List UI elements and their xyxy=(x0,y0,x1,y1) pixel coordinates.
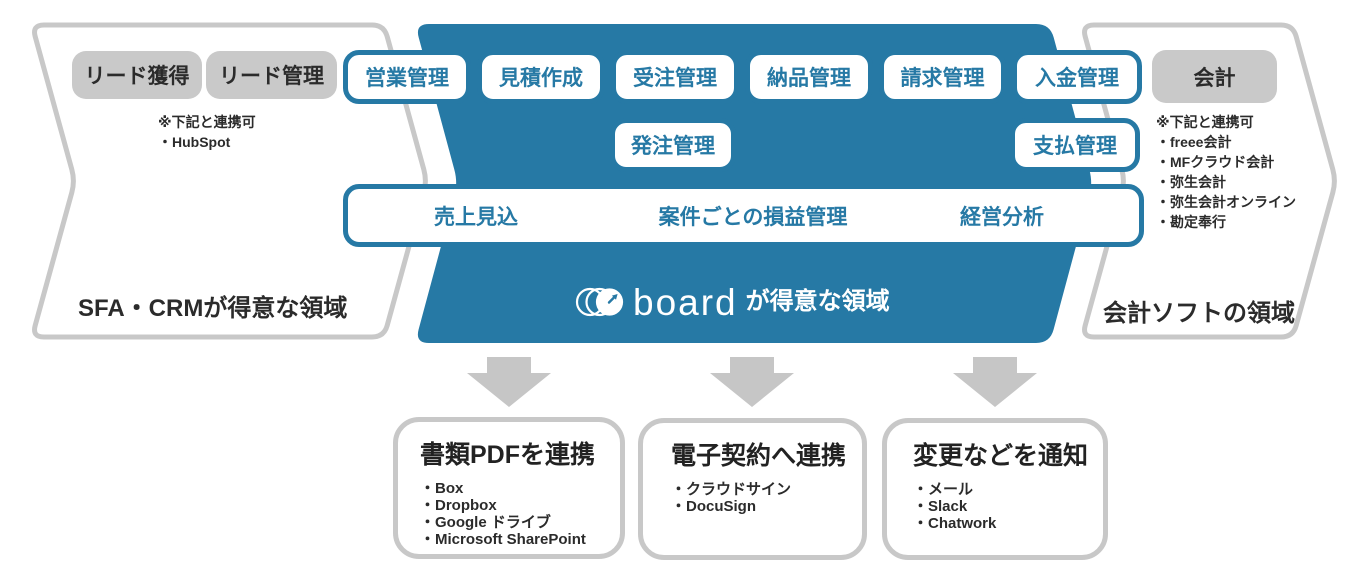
chip-invoice-management: 請求管理 xyxy=(879,50,1006,104)
board-logo-icon xyxy=(575,287,624,317)
chip-sales-management: 営業管理 xyxy=(343,50,471,104)
chip-delivery-management: 納品管理 xyxy=(745,50,873,104)
list-item: ・メール xyxy=(913,481,974,498)
capability-bar: 売上見込 案件ごとの損益管理 経営分析 xyxy=(343,184,1144,247)
chip-purchase-order-management: 発注管理 xyxy=(610,118,736,172)
board-logo-row: board が得意な領域 xyxy=(575,281,890,323)
list-item: ・Chatwork xyxy=(913,515,997,532)
chip-lead-management: リード管理 xyxy=(206,51,337,99)
chip-lead-generation: リード獲得 xyxy=(72,51,202,99)
board-region-label: が得意な領域 xyxy=(745,288,890,315)
list-item: ・Microsoft SharePoint xyxy=(420,531,586,548)
pdf-integration-box: 書類PDFを連携 ・Box ・Dropbox ・Google ドライブ ・Mic… xyxy=(393,417,625,559)
chip-deposit-management: 入金管理 xyxy=(1012,50,1142,104)
note-item: ・弥生会計オンライン xyxy=(1156,194,1296,210)
sfa-crm-region-label: SFA・CRMが得意な領域 xyxy=(78,295,348,322)
pdf-integration-title: 書類PDFを連携 xyxy=(420,441,596,469)
chip-order-management: 受注管理 xyxy=(611,50,739,104)
note-item: ・勘定奉行 xyxy=(1156,214,1226,230)
chip-payment-management: 支払管理 xyxy=(1010,118,1140,172)
chip-accounting: 会計 xyxy=(1152,50,1277,103)
list-item: ・Google ドライブ xyxy=(420,514,551,531)
bar-label-sales-forecast: 売上見込 xyxy=(434,205,518,229)
note-item: ・freee会計 xyxy=(1156,134,1232,150)
note-item: ・HubSpot xyxy=(158,134,231,150)
list-item: ・DocuSign xyxy=(671,498,756,515)
list-item: ・クラウドサイン xyxy=(671,481,792,498)
e-contract-box: 電子契約へ連携 ・クラウドサイン ・DocuSign xyxy=(638,418,867,560)
notification-title: 変更などを通知 xyxy=(913,442,1089,470)
notification-box: 変更などを通知 ・メール ・Slack ・Chatwork xyxy=(882,418,1108,560)
sfa-integration-note: ※下記と連携可 ・HubSpot xyxy=(158,112,256,152)
note-title: ※下記と連携可 xyxy=(158,114,256,130)
pdf-integration-list: ・Box ・Dropbox ・Google ドライブ ・Microsoft Sh… xyxy=(420,480,612,548)
note-item: ・弥生会計 xyxy=(1156,174,1226,190)
list-item: ・Dropbox xyxy=(420,497,497,514)
note-title: ※下記と連携可 xyxy=(1156,114,1254,130)
sfa-crm-chevron xyxy=(32,22,428,340)
e-contract-list: ・クラウドサイン ・DocuSign xyxy=(671,481,854,515)
list-item: ・Box xyxy=(420,480,464,497)
bar-label-management-analysis: 経営分析 xyxy=(960,205,1044,229)
bar-label-project-profit: 案件ごとの損益管理 xyxy=(658,205,848,229)
note-item: ・MFクラウド会計 xyxy=(1156,154,1275,170)
e-contract-title: 電子契約へ連携 xyxy=(671,442,847,470)
accounting-region-label: 会計ソフトの領域 xyxy=(1103,300,1295,327)
list-item: ・Slack xyxy=(913,498,968,515)
notification-list: ・メール ・Slack ・Chatwork xyxy=(913,481,1095,532)
chip-quote-creation: 見積作成 xyxy=(477,50,605,104)
board-logo-word: board xyxy=(633,281,738,323)
accounting-integration-note: ※下記と連携可 ・freee会計 ・MFクラウド会計 ・弥生会計 ・弥生会計オン… xyxy=(1156,112,1296,232)
